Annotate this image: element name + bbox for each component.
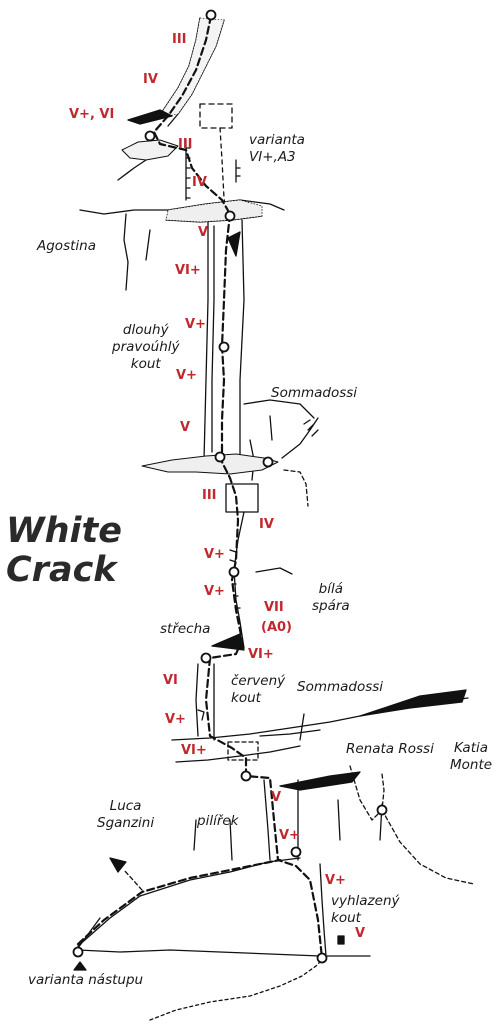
label-strecha: střecha bbox=[160, 621, 211, 637]
red-dihedral-teeth bbox=[197, 709, 205, 721]
label-renata-rossi: Renata Rossi bbox=[346, 741, 434, 757]
grade-p6-v: V bbox=[271, 790, 282, 805]
label-sommadossi-lower: Sommadossi bbox=[297, 679, 384, 695]
ledge-3 bbox=[141, 453, 279, 475]
label-katia-monte: Katia Monte bbox=[450, 740, 493, 773]
belay-7 bbox=[228, 566, 240, 578]
pillar-crack bbox=[193, 799, 383, 861]
approach-arrow bbox=[73, 961, 87, 971]
label-luca-sganzini: Luca Sganzini bbox=[97, 798, 155, 831]
variant-block bbox=[199, 103, 233, 129]
grade-p7-v-plus: V+ bbox=[325, 873, 346, 888]
route-line-dihedral bbox=[208, 212, 244, 660]
label-pilirek: pilířek bbox=[197, 813, 239, 829]
luca-line bbox=[123, 869, 143, 891]
grade-p2-iii: III bbox=[178, 137, 193, 152]
pillar-left bbox=[263, 779, 271, 861]
grade-p6-v-plus: V+ bbox=[279, 828, 300, 843]
grade-p4-v-plus-a: V+ bbox=[204, 547, 225, 562]
label-bila-spara: bílá spára bbox=[312, 581, 350, 614]
grade-p1-v-vi: V+, VI bbox=[69, 107, 115, 122]
grade-p3-v-b: V bbox=[180, 420, 191, 435]
variant-line bbox=[219, 127, 227, 213]
label-agostina: Agostina bbox=[37, 238, 96, 254]
grade-p4-iii: III bbox=[202, 488, 217, 503]
grade-p4-a0: (A0) bbox=[261, 620, 292, 635]
white-crack-crack bbox=[233, 511, 245, 649]
route-title: White Crack bbox=[6, 511, 122, 591]
belay-4 bbox=[218, 341, 230, 353]
belay-8 bbox=[200, 652, 212, 664]
belay-9 bbox=[240, 770, 252, 782]
route-line-lower bbox=[204, 656, 324, 960]
approach-path bbox=[149, 959, 323, 1021]
belay-2 bbox=[144, 130, 156, 142]
grade-p7-v: V bbox=[355, 926, 366, 941]
dihedral-right bbox=[239, 219, 245, 457]
grade-p3-vi-plus: VI+ bbox=[175, 263, 201, 278]
belay-1 bbox=[205, 9, 217, 21]
ledge-1-lip bbox=[117, 159, 147, 181]
grade-p3-v: V bbox=[198, 225, 209, 240]
red-dihedral-left bbox=[195, 663, 199, 737]
grade-p4-v-plus-b: V+ bbox=[204, 584, 225, 599]
grade-p3-v-plus-a: V+ bbox=[185, 317, 206, 332]
grade-p5-vi-plus: VI+ bbox=[181, 743, 207, 758]
ledge-4-bottom bbox=[259, 729, 321, 737]
grade-p5-v-plus: V+ bbox=[165, 712, 186, 727]
grade-p4-iv: IV bbox=[259, 517, 274, 532]
label-varianta-top: varianta VI+,A3 bbox=[249, 132, 305, 165]
chimney-fill bbox=[157, 17, 225, 119]
crack-mid bbox=[299, 713, 305, 741]
belay-3 bbox=[224, 210, 236, 222]
label-varianta-nastupu: varianta nástupu bbox=[28, 972, 144, 988]
label-sommadossi-upper: Sommadossi bbox=[271, 385, 358, 401]
roof-3 bbox=[211, 633, 245, 651]
grade-p1-iv: IV bbox=[143, 72, 158, 87]
ledge-2-fill bbox=[165, 199, 263, 223]
ledge-1 bbox=[121, 139, 179, 161]
label-cerveny-kout: červený kout bbox=[231, 673, 286, 706]
variant-teeth-2 bbox=[235, 159, 241, 183]
route-line-upper bbox=[152, 14, 232, 216]
route-line-variant-start bbox=[76, 858, 282, 946]
luca-arrow bbox=[109, 857, 127, 873]
roof-1 bbox=[127, 109, 173, 125]
block-iii bbox=[225, 483, 259, 513]
grade-p1-iii: III bbox=[172, 32, 187, 47]
label-vyhlazeny-kout: vyhlazený kout bbox=[331, 893, 400, 926]
dihedral-left bbox=[203, 221, 209, 461]
pillar-base bbox=[139, 857, 301, 897]
roof-5 bbox=[279, 771, 361, 791]
pillar-base-2 bbox=[77, 895, 141, 947]
ledge-4-crack bbox=[175, 745, 301, 763]
katia-line bbox=[381, 809, 475, 885]
belay-10 bbox=[290, 846, 302, 858]
ledge-3-crack bbox=[281, 417, 319, 459]
belay-5 bbox=[214, 451, 226, 463]
belay-12 bbox=[72, 946, 84, 958]
crack-right bbox=[255, 567, 293, 575]
agostina-crack bbox=[123, 213, 151, 291]
belay-11 bbox=[316, 952, 328, 964]
roof-2 bbox=[227, 231, 241, 257]
grade-p4-vii: VII bbox=[264, 600, 284, 615]
grade-p5-vi: VI bbox=[163, 673, 178, 688]
label-dlouhy-kout: dlouhý pravoúhlý kout bbox=[112, 322, 180, 372]
dihedral-inner bbox=[211, 225, 215, 453]
block-vi-plus bbox=[227, 741, 259, 761]
grade-p2-iv: IV bbox=[192, 175, 207, 190]
belay-6 bbox=[262, 456, 274, 468]
renata-line bbox=[349, 765, 385, 821]
sommadossi-dash bbox=[283, 469, 309, 507]
roof-4 bbox=[359, 689, 467, 717]
belay-13 bbox=[376, 804, 388, 816]
grade-p3-v-plus-b: V+ bbox=[176, 368, 197, 383]
slab-right-crack bbox=[319, 863, 327, 957]
grade-p4-vi-plus: VI+ bbox=[248, 647, 274, 662]
slab-mark bbox=[337, 935, 345, 945]
